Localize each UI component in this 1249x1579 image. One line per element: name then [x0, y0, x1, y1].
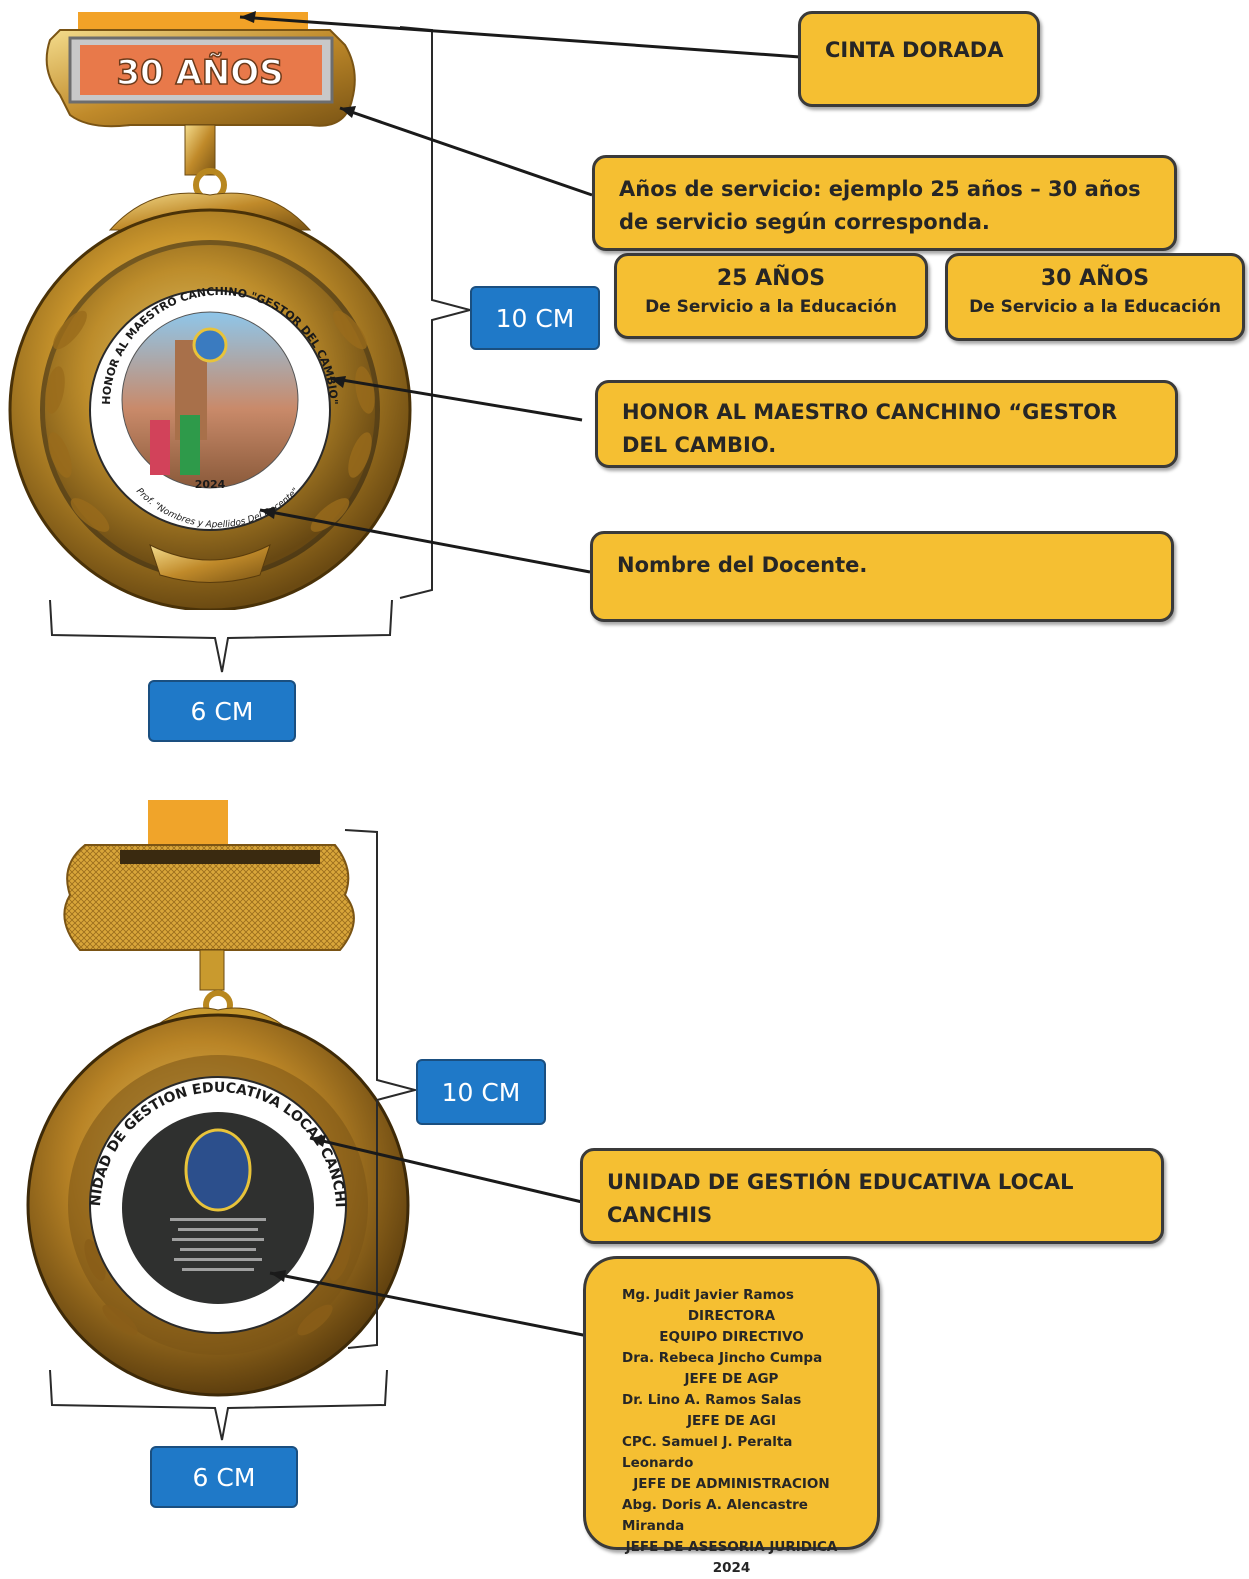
staff-line: Mg. Judit Javier Ramos	[622, 1287, 794, 1303]
dimension-back-height: 10 CM	[416, 1059, 546, 1125]
callout-teacher-name-text: Nombre del Docente.	[617, 553, 868, 577]
staff-line: 2024	[712, 1560, 751, 1576]
staff-line: JEFE DE ASESORIA JURIDICA	[625, 1539, 838, 1555]
callout-ugel: UNIDAD DE GESTIÓN EDUCATIVA LOCAL CANCHI…	[580, 1148, 1164, 1244]
dimension-back-width: 6 CM	[150, 1446, 298, 1508]
callout-service-years-text: Años de servicio: ejemplo 25 años – 30 a…	[619, 177, 1141, 234]
medal-back-illustration: UNIDAD DE GESTION EDUCATIVA LOCAL CANCHI…	[0, 800, 410, 1397]
plaque-text: 30 AÑOS	[116, 52, 283, 93]
back-plaque	[63, 844, 355, 951]
front-year: 2024	[195, 478, 226, 491]
dimension-front-width: 6 CM	[148, 680, 296, 742]
option-30-years: 30 AÑOS De Servicio a la Educación	[945, 253, 1245, 341]
staff-line: DIRECTORA	[687, 1308, 776, 1324]
option-25-title: 25 AÑOS	[716, 266, 826, 291]
option-25-years: 25 AÑOS De Servicio a la Educación	[614, 253, 928, 339]
staff-line: CPC. Samuel J. Peralta Leonardo	[622, 1434, 793, 1471]
staff-line: JEFE DE AGP	[684, 1371, 779, 1387]
staff-line: JEFE DE ADMINISTRACION	[633, 1476, 830, 1492]
option-30-title: 30 AÑOS	[1040, 266, 1150, 291]
medal-front-illustration: 30 AÑOS HONOR AL MAESTRO CANCHINO "GESTO…	[8, 12, 412, 610]
callout-ugel-text: UNIDAD DE GESTIÓN EDUCATIVA LOCAL CANCHI…	[607, 1170, 1074, 1227]
callout-ribbon-text: CINTA DORADA	[825, 38, 1004, 62]
staff-line: JEFE DE AGI	[686, 1413, 777, 1429]
staff-line: Dr. Lino A. Ramos Salas	[622, 1392, 802, 1408]
callout-service-years: Años de servicio: ejemplo 25 años – 30 a…	[592, 155, 1177, 251]
callout-ribbon: CINTA DORADA	[798, 11, 1040, 107]
callout-teacher-name: Nombre del Docente.	[590, 531, 1174, 622]
back-annotation-lines	[49, 829, 589, 1441]
option-25-subtitle: De Servicio a la Educación	[645, 297, 897, 317]
staff-line: Dra. Rebeca Jincho Cumpa	[622, 1350, 823, 1366]
staff-line: EQUIPO DIRECTIVO	[659, 1329, 804, 1345]
staff-line: Abg. Doris A. Alencastre Miranda	[622, 1497, 808, 1534]
dimension-front-height: 10 CM	[470, 286, 600, 350]
option-30-subtitle: De Servicio a la Educación	[969, 297, 1221, 317]
callout-honor-text: HONOR AL MAESTRO CANCHINO “GESTOR DEL CA…	[622, 400, 1118, 457]
callout-honor: HONOR AL MAESTRO CANCHINO “GESTOR DEL CA…	[595, 380, 1178, 468]
callout-staff-list: Mg. Judit Javier Ramos DIRECTORA EQUIPO …	[583, 1256, 880, 1576]
